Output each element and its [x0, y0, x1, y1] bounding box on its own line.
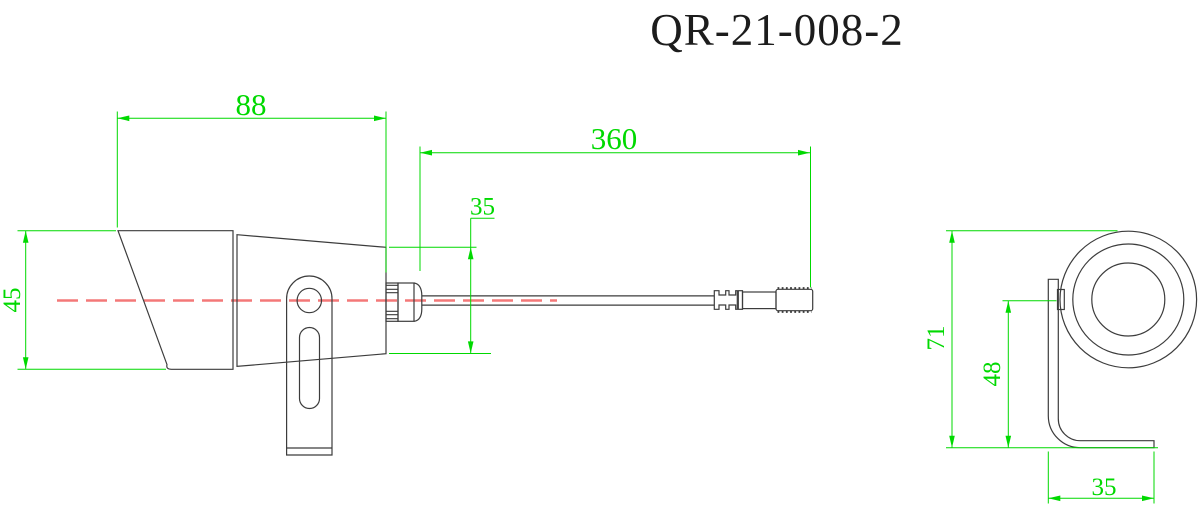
dim-label-pivot-height: 48 — [979, 362, 1006, 387]
pivot-bolt — [1056, 288, 1065, 311]
side-view-part — [117, 230, 814, 456]
end-view-part — [1047, 230, 1198, 449]
side-view-dimension-arrows — [22, 115, 810, 370]
lamp-face-outer-circle — [1059, 230, 1198, 369]
arrow-45-down — [22, 357, 29, 370]
end-view: 71 48 35 — [923, 230, 1198, 504]
connector-knurl-body — [775, 288, 814, 312]
lamp-face-inner-circle — [1091, 262, 1166, 337]
side-view: 88 360 35 45 — [0, 87, 814, 456]
arrow-35-down — [467, 341, 474, 354]
arrow-35-up — [467, 247, 474, 260]
arrow-71-down — [949, 435, 955, 448]
dim-label-body-height: 35 — [470, 194, 495, 221]
gland-ribs — [386, 284, 398, 320]
arrow-45-up — [22, 230, 29, 243]
dim-label-front-height: 45 — [0, 288, 26, 313]
dim-label-overall-height: 71 — [923, 326, 950, 351]
side-view-dimension-labels: 88 360 35 45 — [0, 87, 637, 313]
pivot-hole — [296, 287, 323, 314]
lamp-head-outline — [117, 230, 234, 370]
lamp-body-outline — [236, 234, 387, 368]
arrow-360-left — [420, 149, 432, 156]
cable-strain-relief — [713, 290, 738, 310]
arrow-48-up — [1005, 300, 1012, 313]
end-view-dimension-arrows — [949, 230, 1154, 502]
lamp-face-middle-circle — [1072, 243, 1185, 356]
dim-label-head-length: 88 — [236, 87, 267, 122]
side-view-dimension-lines — [17, 111, 811, 370]
arrow-48-down — [1005, 435, 1012, 448]
arrow-71-up — [949, 230, 955, 243]
arrow-88-right — [374, 115, 386, 122]
end-view-dimension-lines — [946, 230, 1158, 504]
gland-nut — [397, 282, 415, 322]
arrow-88-left — [117, 115, 130, 122]
arrow-35r-right — [1142, 495, 1154, 502]
arrow-360-right — [798, 149, 810, 156]
drawing-title: QR-21-008-2 — [650, 5, 903, 55]
dim-label-base-depth: 35 — [1092, 474, 1117, 501]
connector-ring — [737, 290, 744, 310]
dim-label-cable-length: 360 — [591, 121, 638, 156]
mounting-arm-outline — [286, 275, 333, 456]
connector-barrel — [741, 291, 777, 310]
end-view-dimension-labels: 71 48 35 — [923, 326, 1117, 502]
connector-knurl-texture — [777, 287, 812, 313]
arrow-35r-left — [1048, 495, 1061, 502]
arm-slot — [298, 326, 321, 410]
gland-dome — [413, 282, 423, 322]
